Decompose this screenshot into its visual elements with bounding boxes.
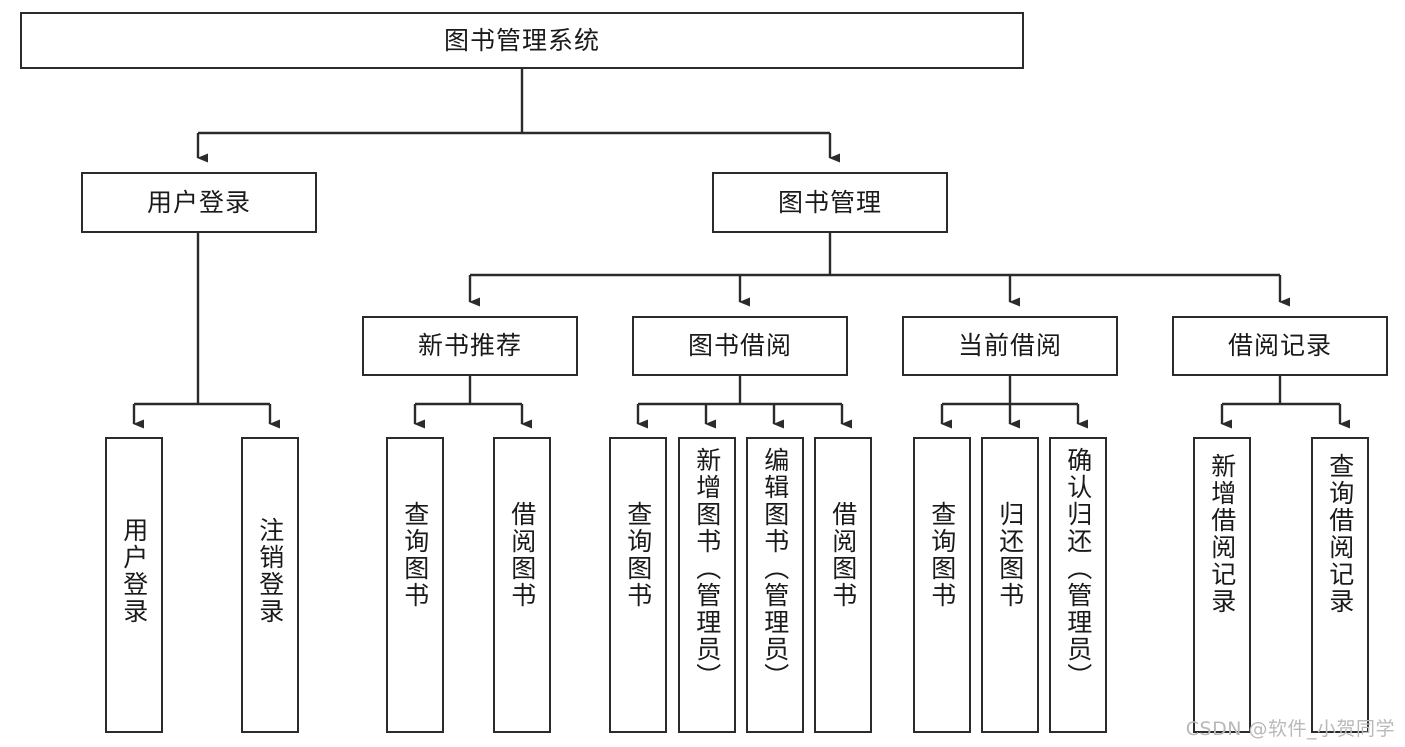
node-current-borrow-label: 当前借阅 [957,331,1062,361]
leaf-logout-login-label: 注销登录 [255,517,285,625]
node-user-login[interactable]: 用户登录 [81,172,317,233]
node-user-login-label: 用户登录 [146,187,251,217]
leaf-edit-book-admin[interactable]: 编辑图书（管理员） [746,437,804,733]
node-book-manage-label: 图书管理 [777,187,882,217]
leaf-user-login-label: 用户登录 [119,517,149,625]
node-book-manage[interactable]: 图书管理 [712,172,948,233]
node-book-borrow[interactable]: 图书借阅 [632,316,848,376]
leaf-return-book-label: 归还图书 [995,501,1025,609]
leaf-return-book[interactable]: 归还图书 [981,437,1039,733]
node-borrow-record[interactable]: 借阅记录 [1172,316,1388,376]
leaf-confirm-return-admin-label: 确认归还（管理员） [1063,447,1093,690]
leaf-add-book-admin[interactable]: 新增图书（管理员） [678,437,736,733]
node-new-book-recommend[interactable]: 新书推荐 [362,316,578,376]
node-new-book-recommend-label: 新书推荐 [417,331,522,361]
leaf-logout-login[interactable]: 注销登录 [241,437,299,733]
leaf-query-book-1-label: 查询图书 [400,501,430,609]
leaf-add-borrow-record-label: 新增借阅记录 [1207,453,1237,615]
leaf-add-borrow-record[interactable]: 新增借阅记录 [1193,437,1251,733]
node-current-borrow[interactable]: 当前借阅 [902,316,1118,376]
leaf-query-book-3-label: 查询图书 [927,501,957,609]
leaf-query-book-2[interactable]: 查询图书 [609,437,667,733]
leaf-query-book-2-label: 查询图书 [623,501,653,609]
leaf-query-book-3[interactable]: 查询图书 [913,437,971,733]
leaf-add-book-admin-label: 新增图书（管理员） [692,447,722,690]
node-borrow-record-label: 借阅记录 [1227,331,1332,361]
leaf-query-borrow-record[interactable]: 查询借阅记录 [1311,437,1369,733]
leaf-query-book-1[interactable]: 查询图书 [386,437,444,733]
leaf-borrow-book-1[interactable]: 借阅图书 [493,437,551,733]
node-root-book-management-system[interactable]: 图书管理系统 [20,12,1024,69]
leaf-user-login[interactable]: 用户登录 [105,437,163,733]
leaf-borrow-book-2[interactable]: 借阅图书 [814,437,872,733]
node-book-borrow-label: 图书借阅 [687,331,792,361]
node-root-label: 图书管理系统 [443,25,600,55]
leaf-confirm-return-admin[interactable]: 确认归还（管理员） [1049,437,1107,733]
leaf-borrow-book-2-label: 借阅图书 [828,501,858,609]
leaf-query-borrow-record-label: 查询借阅记录 [1325,453,1355,615]
leaf-borrow-book-1-label: 借阅图书 [507,501,537,609]
leaf-edit-book-admin-label: 编辑图书（管理员） [760,447,790,690]
